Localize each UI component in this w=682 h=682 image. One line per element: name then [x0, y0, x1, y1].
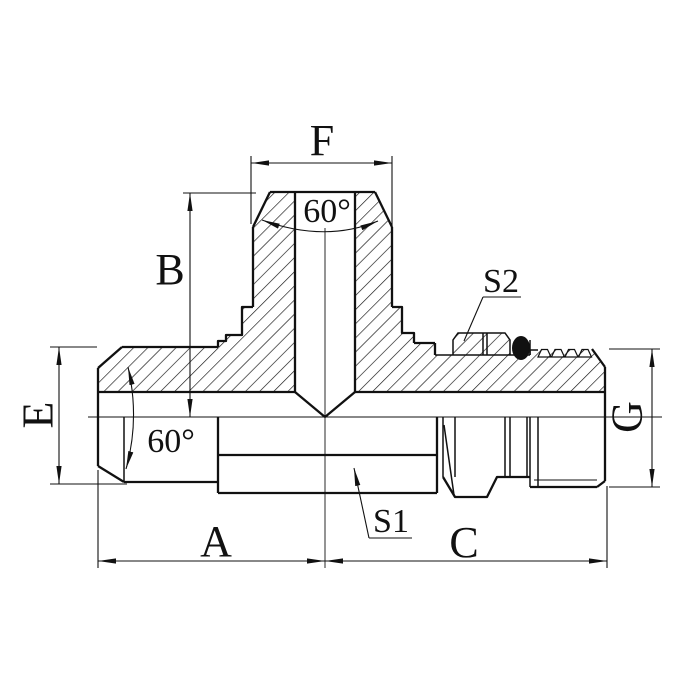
hatch-thread-teeth: [537, 348, 593, 358]
dimension-labels: F B E A C G 60° 60° S1 S2: [14, 116, 652, 567]
drill-point-left: [294, 391, 326, 418]
dimensions: [50, 156, 660, 568]
nut-lower-chamfer-edge: [443, 424, 455, 496]
left-top-chamfer: [97, 346, 123, 369]
hatch-body-left: [98, 192, 295, 392]
part-outline: [96, 190, 607, 499]
branch-chamfer-right: [373, 191, 394, 228]
nut-lower-profile: [442, 475, 530, 499]
dim-label-b: B: [155, 245, 184, 294]
branch-base-steps-right: [392, 305, 416, 343]
o-ring: [512, 336, 530, 360]
centerlines: [88, 228, 662, 568]
leader-s2: [463, 296, 484, 342]
dim-label-c: C: [449, 518, 478, 567]
angle-arc-top: [261, 219, 379, 233]
hatch-seal-nut: [453, 333, 510, 355]
angle-label-bottom: 60°: [147, 423, 195, 460]
hatch-body-right: [355, 192, 605, 392]
wrench-label-s2: S2: [483, 263, 519, 300]
wrench-label-s1: S1: [373, 503, 409, 540]
angle-arc-bottom: [125, 366, 135, 470]
hatch-regions: [98, 192, 605, 392]
angle-label-top: 60°: [303, 193, 351, 230]
left-bottom-chamfer: [97, 465, 125, 483]
nut-upper-profile: [452, 332, 511, 355]
dim-label-g: G: [603, 401, 652, 433]
branch-base-steps-left: [216, 305, 253, 347]
leader-s1: [353, 467, 370, 539]
dim-label-a: A: [200, 517, 232, 566]
drill-point-right: [324, 391, 356, 418]
right-bottom-chamfer: [596, 480, 606, 488]
detail-lines: [123, 332, 597, 496]
branch-chamfer-left: [251, 191, 272, 228]
right-top-chamfer: [591, 348, 606, 368]
dim-label-f: F: [310, 116, 334, 165]
dim-label-e: E: [14, 402, 63, 429]
